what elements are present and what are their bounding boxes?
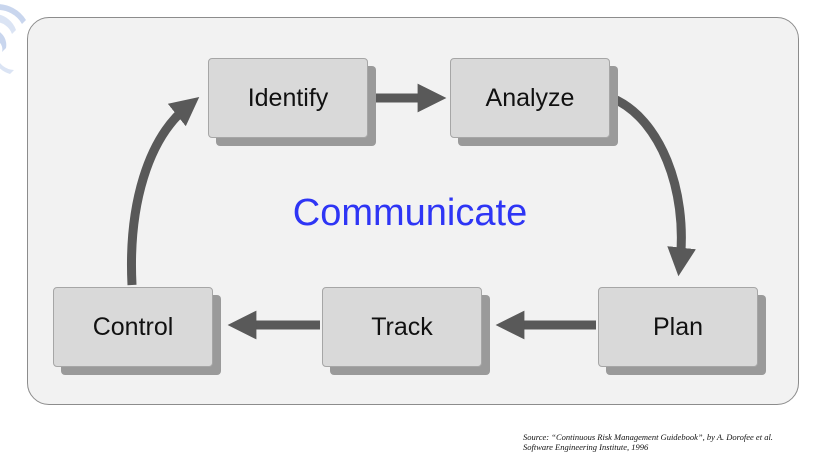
node-control-label: Control xyxy=(92,312,174,341)
source-citation-line-2: Software Engineering Institute, 1996 xyxy=(523,442,649,452)
node-track-label: Track xyxy=(371,312,433,341)
node-identify-label: Identify xyxy=(247,83,329,112)
university-seal-icon xyxy=(0,4,26,74)
node-plan-label: Plan xyxy=(652,312,704,341)
center-label-communicate: Communicate xyxy=(292,192,528,234)
node-track: Track xyxy=(322,287,482,367)
node-analyze: Analyze xyxy=(450,58,610,138)
source-citation-line-1: Source: “Continuous Risk Management Guid… xyxy=(523,432,773,442)
node-identify: Identify xyxy=(208,58,368,138)
node-analyze-label: Analyze xyxy=(485,83,575,112)
node-plan: Plan xyxy=(598,287,758,367)
source-citation: Source: “Continuous Risk Management Guid… xyxy=(523,432,813,452)
node-control: Control xyxy=(53,287,213,367)
